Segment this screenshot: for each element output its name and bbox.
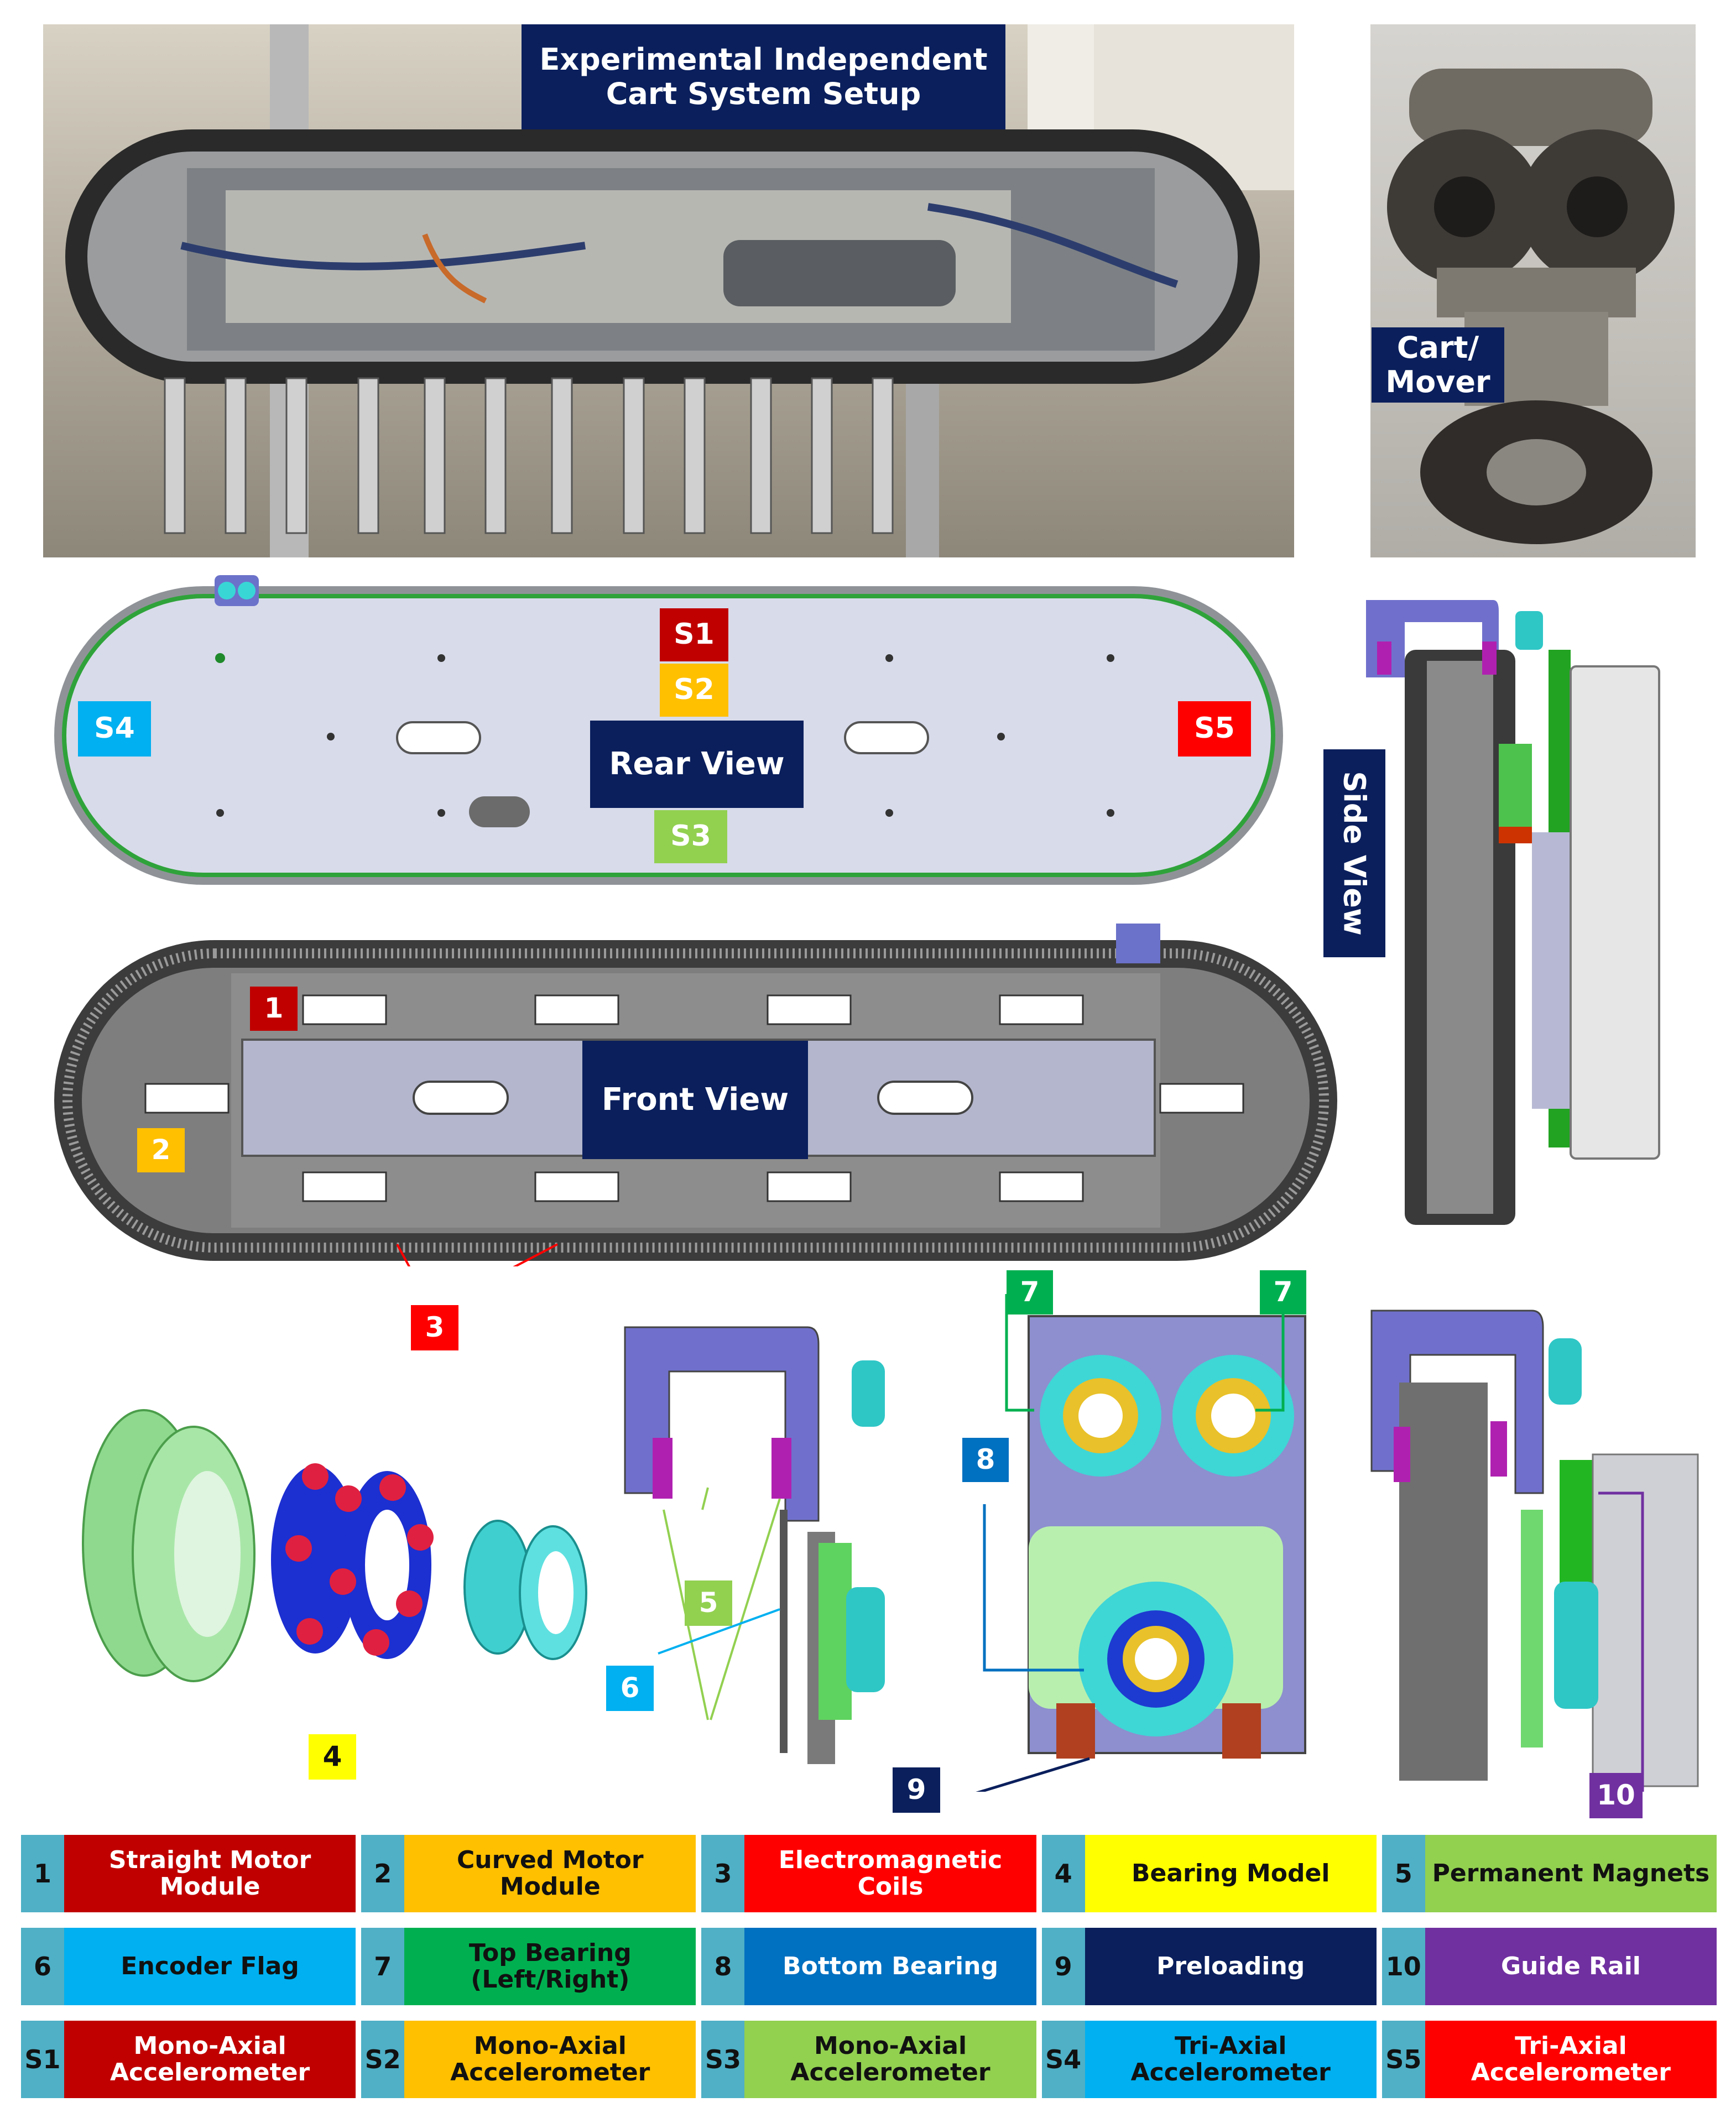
- legend-num: S2: [361, 2021, 405, 2098]
- legend-label: Permanent Magnets: [1425, 1835, 1717, 1912]
- legend-item: 8 Bottom Bearing: [701, 1928, 1036, 2005]
- legend-item: 7 Top Bearing (Left/Right): [361, 1928, 696, 2005]
- legend-label: Bearing Model: [1085, 1835, 1377, 1912]
- sensor-tag-s5: S5: [1178, 701, 1251, 757]
- tag-1: 1: [250, 987, 298, 1031]
- legend-num: 10: [1381, 1928, 1425, 2005]
- cart-label-text: Cart/ Mover: [1385, 330, 1490, 399]
- side-view-label-text: Side View: [1337, 771, 1373, 936]
- tag-7-right: 7: [1260, 1270, 1306, 1315]
- cart-photo: Cart/ Mover: [1370, 24, 1696, 557]
- legend-num: 9: [1041, 1928, 1085, 2005]
- legend-label: Mono-Axial Accelerometer: [744, 2021, 1036, 2098]
- cart-side-drawing: [624, 1326, 885, 1764]
- setup-photo-drawing: [65, 24, 1294, 557]
- legend-num: 2: [361, 1835, 405, 1912]
- tag-9: 9: [893, 1767, 940, 1813]
- cart-photo-drawing: [1387, 69, 1675, 544]
- bearing-model-drawing: [82, 1409, 587, 1682]
- tag-2: 2: [137, 1128, 185, 1172]
- setup-title: Experimental Independent Cart System Set…: [522, 24, 1005, 129]
- legend-item: 3 Electromagnetic Coils: [701, 1835, 1036, 1912]
- legend-label: Mono-Axial Accelerometer: [64, 2021, 356, 2098]
- legend-label: Mono-Axial Accelerometer: [404, 2021, 696, 2098]
- tag-8: 8: [962, 1438, 1009, 1482]
- front-view-label: Front View: [582, 1041, 808, 1159]
- legend-label: Straight Motor Module: [64, 1835, 356, 1912]
- tag-6: 6: [606, 1666, 654, 1711]
- legend-label: Preloading: [1085, 1928, 1377, 2005]
- sensor-tag-s1: S1: [660, 608, 728, 661]
- legend-item: S4 Tri-Axial Accelerometer: [1041, 2021, 1377, 2098]
- legend-item: 9 Preloading: [1041, 1928, 1377, 2005]
- legend-label: Curved Motor Module: [404, 1835, 696, 1912]
- legend-label: Bottom Bearing: [744, 1928, 1036, 2005]
- side-view-drawing: [1366, 600, 1660, 1225]
- side-view-label: Side View: [1323, 749, 1385, 957]
- legend-item: 1 Straight Motor Module: [21, 1835, 356, 1912]
- legend-item: S2 Mono-Axial Accelerometer: [361, 2021, 696, 2098]
- legend-num: 6: [21, 1928, 64, 2005]
- tag-3: 3: [411, 1305, 458, 1350]
- legend-num: 4: [1041, 1835, 1085, 1912]
- rear-view-drawing: [54, 575, 1283, 885]
- tag-5: 5: [685, 1580, 732, 1626]
- legend-label: Tri-Axial Accelerometer: [1085, 2021, 1377, 2098]
- legend-label: Electromagnetic Coils: [744, 1835, 1036, 1912]
- legend-num: 7: [361, 1928, 405, 2005]
- legend-num: S4: [1041, 2021, 1085, 2098]
- legend-row-3: S1 Mono-Axial Accelerometer S2 Mono-Axia…: [21, 2021, 1717, 2098]
- legend-num: 3: [701, 1835, 745, 1912]
- cart-front-drawing: [976, 1294, 1306, 1792]
- legend-num: S1: [21, 2021, 64, 2098]
- legend-item: 10 Guide Rail: [1381, 1928, 1717, 2005]
- legend-label: Top Bearing (Left/Right): [404, 1928, 696, 2005]
- legend-num: 5: [1381, 1835, 1425, 1912]
- legend-item: S5 Tri-Axial Accelerometer: [1381, 2021, 1717, 2098]
- cart-section-drawing: [1370, 1310, 1699, 1792]
- rear-view-label: Rear View: [590, 721, 804, 808]
- legend-row-1: 1 Straight Motor Module 2 Curved Motor M…: [21, 1835, 1717, 1912]
- legend-item: 6 Encoder Flag: [21, 1928, 356, 2005]
- legend-item: S1 Mono-Axial Accelerometer: [21, 2021, 356, 2098]
- legend-label: Encoder Flag: [64, 1928, 356, 2005]
- setup-photo: Experimental Independent Cart System Set…: [43, 24, 1294, 557]
- sensor-tag-s2: S2: [660, 664, 728, 717]
- sensor-tag-s3: S3: [654, 810, 727, 863]
- legend-row-2: 6 Encoder Flag 7 Top Bearing (Left/Right…: [21, 1928, 1717, 2005]
- legend-label: Guide Rail: [1425, 1928, 1717, 2005]
- legend-item: 5 Permanent Magnets: [1381, 1835, 1717, 1912]
- legend-num: S5: [1381, 2021, 1425, 2098]
- legend-num: 8: [701, 1928, 745, 2005]
- legend-item: 2 Curved Motor Module: [361, 1835, 696, 1912]
- tag-4: 4: [309, 1734, 356, 1780]
- tag-10: 10: [1589, 1773, 1643, 1818]
- legend-label: Tri-Axial Accelerometer: [1425, 2021, 1717, 2098]
- cart-label: Cart/ Mover: [1372, 327, 1504, 403]
- sensor-tag-s4: S4: [78, 701, 151, 757]
- legend-item: S3 Mono-Axial Accelerometer: [701, 2021, 1036, 2098]
- tag-7-left: 7: [1007, 1270, 1053, 1315]
- setup-title-text: Experimental Independent Cart System Set…: [539, 41, 988, 111]
- legend-num: S3: [701, 2021, 745, 2098]
- legend-item: 4 Bearing Model: [1041, 1835, 1377, 1912]
- legend-num: 1: [21, 1835, 64, 1912]
